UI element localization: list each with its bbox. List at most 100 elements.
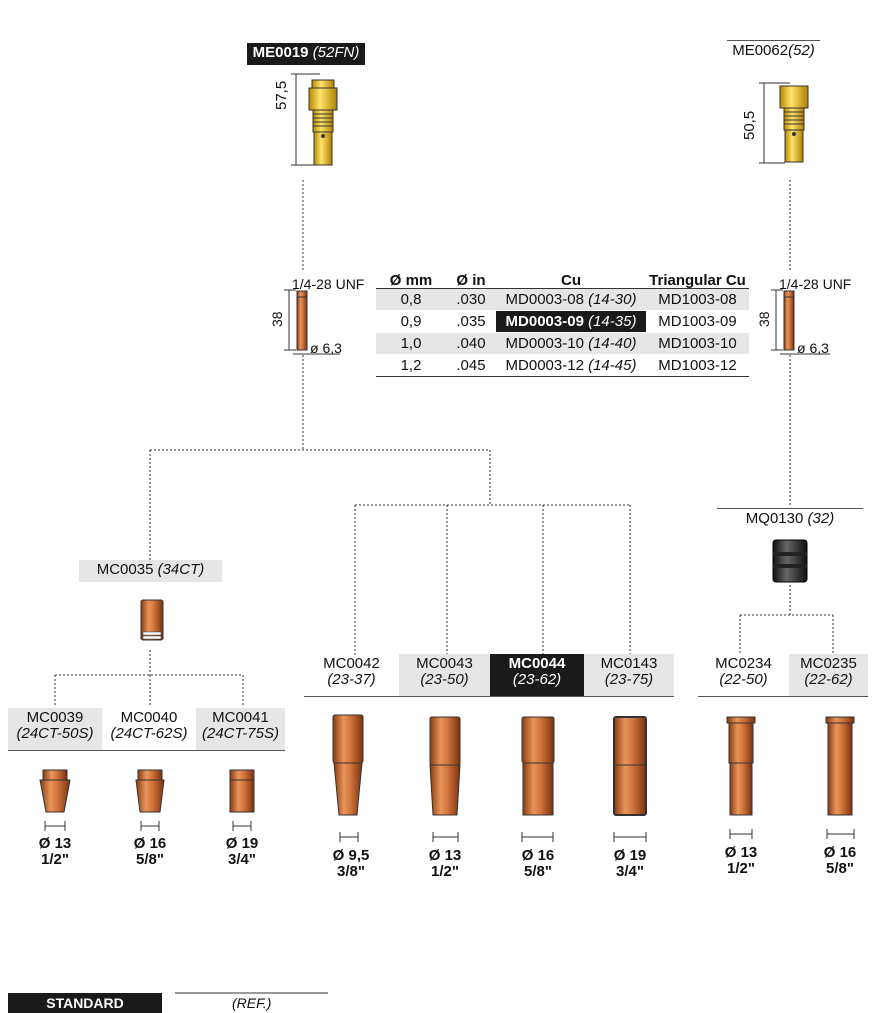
dia-inch: 1/2" [431,863,459,880]
mc0235-code: MC0235 [800,655,857,672]
mc0234-image [726,716,756,816]
mc0043-ref: (23-50) [420,671,469,688]
mid-nozzle-header: MC0042(23-37) MC0043(23-50) MC0044(23-62… [304,654,674,697]
cell-tri: MD1003-10 [646,332,749,355]
tip-right-dimension [771,289,830,355]
mc0143-code: MC0143 [600,655,658,672]
tip-left-length: 38 [269,311,285,327]
mc0035-label: MC0035 (34CT) [79,560,222,582]
mc0039-image [39,769,71,813]
connector-lines [54,180,834,705]
mc0234-label: MC0234(22-50) [698,654,789,696]
dia-mm: Ø 13 [724,844,758,861]
me0062-code: ME0062 [732,42,789,59]
mc0039-ref: (24CT-50S) [16,725,94,742]
tip-right-image [783,290,795,351]
tip-left-diameter: ø 6,3 [310,340,342,356]
dia-mm: Ø 19 [225,835,259,852]
header-in: Ø in [456,272,486,289]
dia-mm: Ø 9,5 [332,847,370,864]
me0062-label: ME0062(52) [727,40,820,62]
mc0143-ref: (23-75) [604,671,654,688]
mq0130-ref: (32) [807,510,835,527]
dia-mm: Ø 16 [823,844,857,861]
dia-mm: Ø 13 [38,835,72,852]
left-nozzle-header: MC0039(24CT-50S) MC0040(24CT-62S) MC0041… [8,708,285,751]
header-mm: Ø mm [389,272,433,289]
mc0235-ref: (22-62) [804,671,853,688]
legend-standard: STANDARD [8,993,162,1013]
cell-mm: 0,9 [376,310,446,333]
me0062-dimension [759,82,790,164]
cu-code: MD0003-12 [505,357,584,374]
table-row: 0,8 .030 MD0003-08 (14-30) MD1003-08 [376,288,749,311]
me0019-ref: (52FN) [312,44,360,61]
mc0040-ref: (24CT-62S) [110,725,188,742]
mc0040-image [135,769,165,813]
cell-in: .040 [446,332,496,355]
cu-code: MD0003-08 [505,291,584,308]
cell-in: .030 [446,288,496,311]
cu-code: MD0003-09 [505,313,584,330]
cell-mm: 0,8 [376,288,446,311]
me0062-length: 50,5 [741,110,758,140]
me0019-holder-image [308,79,338,166]
mc0040-label: MC0040(24CT-62S) [102,708,196,750]
mc0035-image [140,599,164,641]
me0062-ref: (52) [788,42,815,59]
cu-ref: (14-30) [588,291,637,308]
mc0041-image [229,769,255,813]
mc0044-image [521,716,555,816]
cell-cu-standard: MD0003-09 (14-35) [496,310,646,333]
dia-inch: 1/2" [727,860,755,877]
mc0042-ref: (23-37) [327,671,376,688]
dia-mm: Ø 13 [428,847,462,864]
tip-right-diameter: ø 6,3 [797,340,829,356]
dia-inch: 5/8" [136,851,164,868]
dia-mm: Ø 16 [133,835,167,852]
mc0044-code: MC0044 [508,655,566,672]
mq0130-label: MQ0130 (32) [717,508,863,530]
table-header-row: Ø mm Ø in Cu Triangular Cu [376,262,749,289]
contact-tip-table: Ø mm Ø in Cu Triangular Cu 0,8 .030 MD00… [376,262,749,377]
cu-ref: (14-40) [588,335,637,352]
cell-in: .035 [446,310,496,333]
mc0043-code: MC0043 [416,655,473,672]
me0019-code: ME0019 [252,44,309,61]
tip-right-thread: 1/4-28 UNF [779,276,852,292]
mc0235-image [825,716,855,816]
tip-right-length: 38 [756,311,772,327]
me0019-label: ME0019 (52FN) [247,43,365,65]
cell-tri: MD1003-08 [646,288,749,311]
dia-mm: Ø 19 [613,847,647,864]
mc0035-code: MC0035 [96,561,154,578]
mc0041-label: MC0041(24CT-75S) [196,708,285,750]
table-row: 1,0 .040 MD0003-10 (14-40) MD1003-10 [376,332,749,355]
cu-ref: (14-35) [588,313,637,330]
me0019-length: 57,5 [273,80,290,110]
mc0043-label: MC0043(23-50) [399,654,490,696]
cell-in: .045 [446,354,496,377]
dia-inch: 3/8" [337,863,365,880]
cell-cu: MD0003-08 (14-30) [496,288,646,311]
cell-cu: MD0003-12 (14-45) [496,354,646,377]
mc0043-image [429,716,461,816]
mc0042-code: MC0042 [323,655,380,672]
diameter-dimensions [44,821,855,842]
cell-tri: MD1003-12 [646,354,749,377]
header-cu: Cu [561,272,581,289]
cell-mm: 1,2 [376,354,446,377]
mc0042-label: MC0042(23-37) [304,654,399,696]
mc0035-ref: (34CT) [157,561,205,578]
me0019-dimension [291,73,320,166]
mc0041-ref: (24CT-75S) [202,725,279,742]
mc0235-label: MC0235(22-62) [789,654,868,696]
mc0044-label: MC0044(23-62) [490,654,584,696]
dia-inch: 5/8" [524,863,552,880]
